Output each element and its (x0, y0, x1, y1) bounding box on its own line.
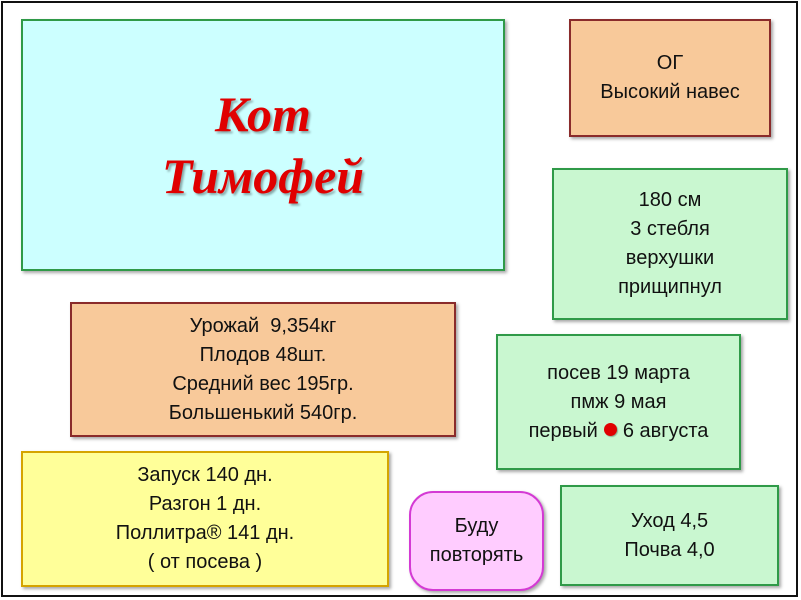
title-box: Кот Тимофей (21, 19, 505, 271)
stem-line-2: 3 стебля (630, 218, 710, 240)
harvest-line-1: Урожай 9,354кг (189, 314, 337, 337)
harvest-box: Урожай 9,354кг Плодов 48шт. Средний вес … (70, 302, 456, 437)
og-line-2: Высокий навес (600, 81, 740, 103)
stem-box: 180 см 3 стебля верхушки прищипнул (552, 168, 788, 320)
launch-line-2: Разгон 1 дн. (148, 493, 262, 515)
repeat-box: Буду повторять (409, 491, 544, 591)
care-line-1: Уход 4,5 (630, 509, 709, 532)
harvest-line-3: Средний вес 195гр. (172, 372, 354, 395)
care-line-2: Почва 4,0 (624, 538, 715, 561)
stem-line-1: 180 см (638, 189, 702, 211)
launch-line-4: ( от посева ) (147, 551, 263, 573)
stem-line-4: прищипнул (618, 276, 722, 298)
og-box: ОГ Высокий навес (569, 19, 771, 137)
dates-line-3-before: первый (528, 419, 598, 442)
stem-line-3: верхушки (625, 247, 715, 269)
dates-line-3-after: 6 августа (622, 419, 709, 442)
harvest-line-2: Плодов 48шт. (199, 343, 327, 366)
launch-line-3: Поллитра® 141 дн. (115, 522, 295, 544)
og-line-1: ОГ (656, 52, 684, 74)
dates-line-3: первый 6 августа (529, 417, 709, 446)
red-dot-icon (603, 423, 617, 437)
launch-box: Запуск 140 дн. Разгон 1 дн. Поллитра® 14… (21, 451, 389, 587)
title-line-2: Тимофей (161, 148, 365, 204)
dates-box: посев 19 марта пмж 9 мая первый 6 августа (496, 334, 741, 470)
dates-line-2: пмж 9 мая (570, 390, 667, 413)
harvest-line-4: Большенький 540гр. (168, 401, 358, 424)
repeat-line-1: Буду (454, 515, 499, 537)
dates-line-1: посев 19 марта (547, 361, 690, 384)
care-box: Уход 4,5 Почва 4,0 (560, 485, 779, 586)
launch-line-1: Запуск 140 дн. (137, 464, 273, 486)
title-line-1: Кот (215, 86, 311, 142)
repeat-line-2: повторять (429, 544, 524, 566)
